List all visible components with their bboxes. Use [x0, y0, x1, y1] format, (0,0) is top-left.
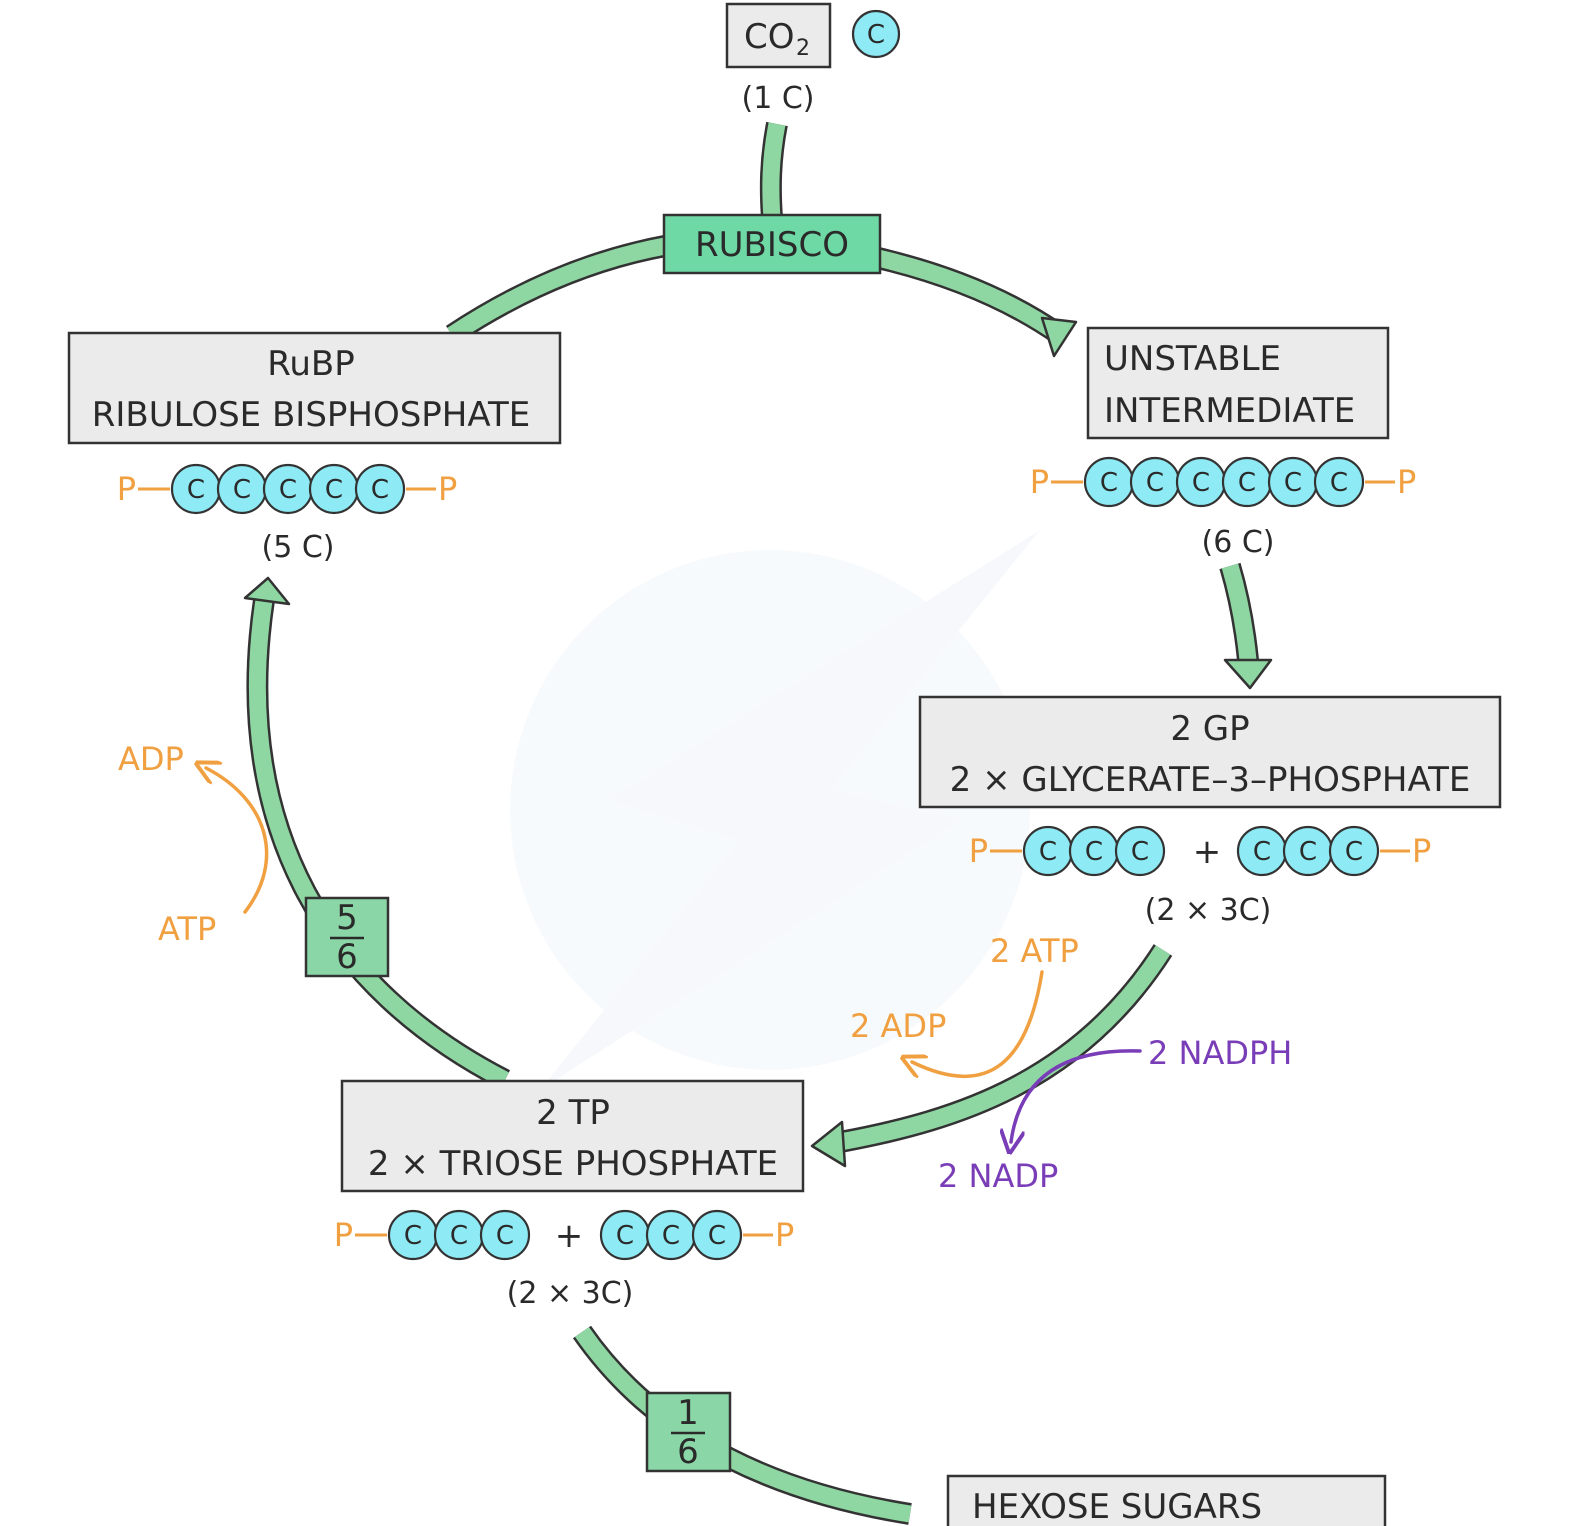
tp-phosphate-right: P	[775, 1216, 794, 1254]
arrow-tp-to-hexose	[572, 1325, 912, 1525]
atp-adp-regeneration: ADP ATP	[118, 740, 269, 948]
atp-adp-reduction: 2 ATP 2 ADP	[850, 932, 1079, 1076]
tp-carbon-label: C	[616, 1221, 634, 1251]
unstable-carbon-label: C	[1330, 468, 1348, 498]
gp-carbon-label: C	[1253, 837, 1271, 867]
gp-carbon-label: C	[1131, 837, 1149, 867]
fraction-one-sixth-numerator: 1	[677, 1393, 699, 1433]
rubp-carbon-atom	[354, 463, 406, 515]
arrow-rubisco-to-unstable	[875, 247, 1078, 358]
rubp-fullname: RIBULOSE BISPHOSPHATE	[92, 395, 531, 435]
co2-node: CO 2 C (1 C)	[725, 2, 901, 116]
rubp-phosphate-left: P	[117, 470, 136, 508]
unstable-carbon-label: C	[1192, 468, 1210, 498]
nadph2-label: 2 NADPH	[1148, 1034, 1292, 1072]
co2-carbon-count: (1 C)	[742, 81, 815, 116]
tp-plus-sign: +	[555, 1216, 584, 1256]
hexose-node: HEXOSE SUGARS	[946, 1474, 1387, 1526]
rubp-carbon-label: C	[187, 475, 205, 505]
arrow-tp-to-rubp	[243, 576, 511, 1090]
arrow-rubp-to-rubisco	[445, 235, 668, 345]
gp-plus-sign: +	[1193, 832, 1222, 872]
tp-carbon-atom	[691, 1209, 743, 1261]
unstable-carbon-label: C	[1284, 468, 1302, 498]
rubp-carbon-label: C	[279, 475, 297, 505]
adp-label: ADP	[118, 740, 184, 778]
tp-carbon-label: C	[662, 1221, 680, 1251]
fraction-five-sixths-denominator: 6	[336, 937, 358, 977]
gp-carbon-atom	[1328, 825, 1380, 877]
tp-abbrev: 2 TP	[536, 1093, 610, 1133]
rubisco-label: RUBISCO	[695, 225, 849, 265]
tp-fullname: 2 × TRIOSE PHOSPHATE	[368, 1144, 778, 1184]
unstable-phosphate-left: P	[1030, 463, 1049, 501]
unstable-line2: INTERMEDIATE	[1104, 391, 1355, 431]
rubp-carbon-label: C	[325, 475, 343, 505]
rubp-carbon-label: C	[233, 475, 251, 505]
rubisco-enzyme: RUBISCO	[662, 213, 882, 275]
gp-abbrev: 2 GP	[1170, 709, 1249, 749]
co2-subscript: 2	[796, 36, 810, 61]
gp-carbon-count: (2 × 3C)	[1145, 893, 1272, 928]
tp-phosphate-left: P	[334, 1216, 353, 1254]
gp-phosphate-right: P	[1412, 832, 1431, 870]
fraction-five-sixths: 5 6	[304, 896, 390, 978]
tp-carbon-label: C	[404, 1221, 422, 1251]
rubp-abbrev: RuBP	[267, 344, 354, 384]
fraction-one-sixth-denominator: 6	[677, 1432, 699, 1472]
unstable-carbon-atom	[1313, 456, 1365, 508]
hexose-label: HEXOSE SUGARS	[972, 1487, 1262, 1526]
tp-carbon-label: C	[496, 1221, 514, 1251]
co2-carbon-atom	[851, 9, 901, 59]
arrow-unstable-to-gp	[1219, 562, 1273, 690]
tp-carbon-count: (2 × 3C)	[507, 1276, 634, 1311]
rubp-carbon-count: (5 C)	[262, 530, 335, 565]
rubp-phosphate-right: P	[438, 470, 457, 508]
atp-label: ATP	[158, 910, 216, 948]
unstable-line1: UNSTABLE	[1104, 339, 1281, 379]
arrow-co2-to-rubisco	[759, 121, 788, 219]
nadph-nadp-reduction: 2 NADPH 2 NADP	[938, 1034, 1292, 1195]
gp-carbon-label: C	[1085, 837, 1103, 867]
tp-carbon-label: C	[708, 1221, 726, 1251]
tp-carbon-atom	[479, 1209, 531, 1261]
co2-label: CO	[744, 17, 795, 57]
gp-carbon-atom	[1114, 825, 1166, 877]
unstable-carbon-label: C	[1146, 468, 1164, 498]
gp-carbon-label: C	[1039, 837, 1057, 867]
unstable-phosphate-right: P	[1397, 463, 1416, 501]
tp-carbon-label: C	[450, 1221, 468, 1251]
fraction-five-sixths-numerator: 5	[336, 898, 358, 938]
gp-fullname: 2 × GLYCERATE–3–PHOSPHATE	[950, 760, 1471, 800]
unstable-carbon-count: (6 C)	[1202, 525, 1275, 560]
watermark-logo	[510, 530, 1040, 1090]
rubp-carbon-label: C	[371, 475, 389, 505]
unstable-carbon-label: C	[1100, 468, 1118, 498]
arrow-gp-to-tp	[810, 944, 1173, 1168]
atp2-label: 2 ATP	[990, 932, 1079, 970]
gp-phosphate-left: P	[969, 832, 988, 870]
gp-carbon-label: C	[1345, 837, 1363, 867]
adp2-label: 2 ADP	[850, 1007, 946, 1045]
fraction-one-sixth: 1 6	[645, 1391, 732, 1473]
gp-carbon-label: C	[1299, 837, 1317, 867]
unstable-carbon-label: C	[1238, 468, 1256, 498]
nadp2-label: 2 NADP	[938, 1157, 1058, 1195]
co2-carbon-label: C	[867, 20, 885, 50]
